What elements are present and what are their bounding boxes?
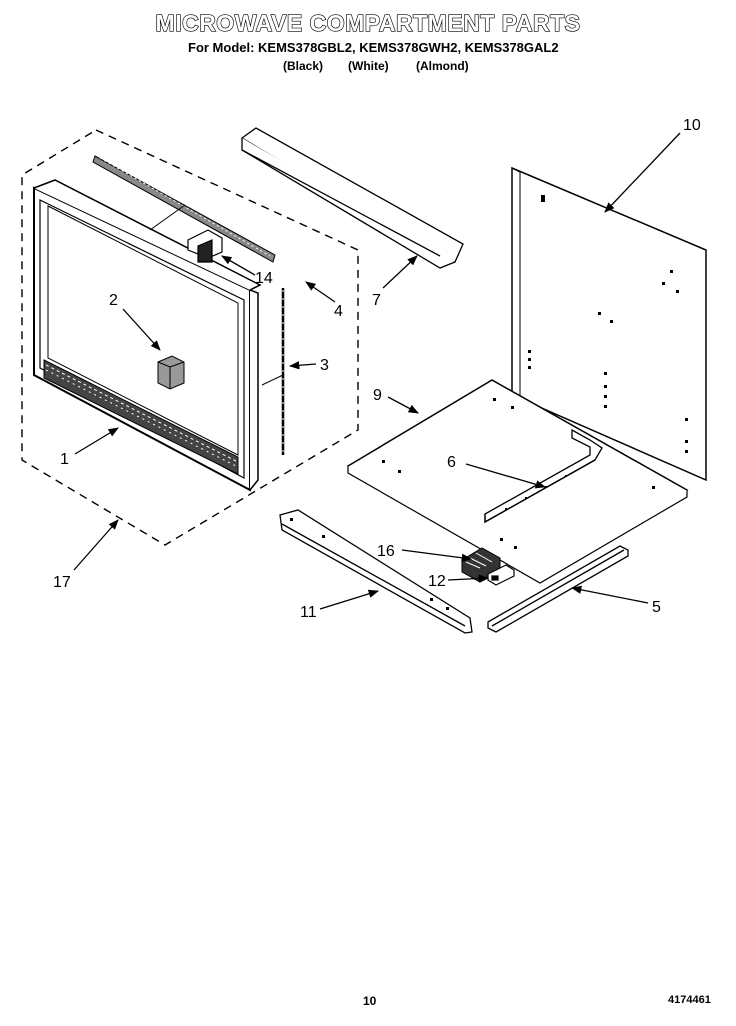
callout-11: 11 (300, 604, 317, 621)
callout-14: 14 (255, 270, 273, 287)
part-10-back-panel (511, 166, 707, 482)
callout-10: 10 (683, 117, 701, 134)
callout-6: 6 (447, 454, 456, 471)
callout-16: 16 (377, 543, 395, 560)
part-6-bracket-holes (505, 475, 567, 510)
model-numbers: For Model: KEMS378GBL2, KEMS378GWH2, KEM… (188, 40, 559, 55)
callout-2: 2 (109, 292, 118, 309)
part-11-left-rail (279, 509, 473, 634)
callout-3: 3 (320, 357, 329, 374)
part-14-bracket (187, 229, 223, 263)
leader-arrows (73, 132, 681, 610)
part-1-trim-frame (33, 179, 262, 492)
document-number: 4174461 (668, 994, 711, 1006)
callout-7: 7 (372, 292, 381, 309)
callout-4: 4 (334, 303, 343, 320)
color-white: (White) (348, 59, 389, 73)
page-number: 10 (363, 994, 377, 1008)
callout-17: 17 (53, 574, 71, 591)
part-9-bottom-plate (346, 379, 689, 584)
page-title: MICROWAVE COMPARTMENT PARTS (155, 9, 581, 36)
callout-9: 9 (373, 387, 382, 404)
part-7-top-channel (240, 127, 464, 269)
part-2-block (157, 355, 185, 390)
callout-1: 1 (60, 451, 69, 468)
part-4-top-strip (92, 155, 276, 263)
part-11-rail-holes (290, 518, 449, 610)
color-almond: (Almond) (416, 59, 469, 73)
part-9-plate-holes (382, 398, 655, 549)
callout-12: 12 (428, 573, 446, 590)
assembly-dashed-outline (21, 129, 359, 546)
callout-5: 5 (652, 599, 661, 616)
color-black: (Black) (283, 59, 324, 73)
part-5-right-rail (487, 545, 629, 633)
part-10-panel-holes (528, 195, 688, 453)
